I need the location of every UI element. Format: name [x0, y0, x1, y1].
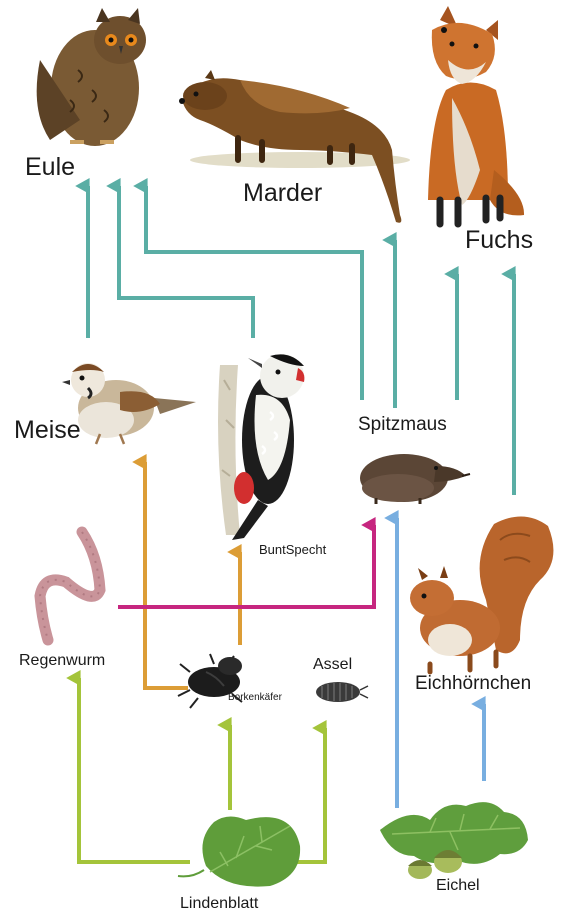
arrow-lindenblatt-to-assel	[296, 728, 325, 862]
label-meise: Meise	[14, 418, 81, 443]
woodlouse-icon	[316, 682, 368, 702]
squirrel-icon	[410, 516, 553, 672]
label-lindenblatt: Lindenblatt	[180, 896, 258, 912]
label-regenwurm: Regenwurm	[19, 653, 105, 669]
label-marder: Marder	[243, 181, 322, 206]
shrew-icon	[360, 454, 470, 504]
arrow-regenwurm-to-spitzmaus	[118, 525, 374, 607]
oak-acorn-icon	[380, 802, 528, 879]
earthworm-icon	[40, 532, 100, 640]
linden-leaf-icon	[178, 816, 300, 886]
arrow-buntspecht-to-eule	[119, 186, 253, 338]
arrow-spitzmaus-to-eule	[146, 186, 362, 400]
arrow-lindenblatt-to-regenwurm	[79, 678, 190, 862]
label-eule: Eule	[25, 155, 75, 180]
label-fuchs: Fuchs	[465, 228, 533, 253]
arrow-borkenkaefer-to-meise	[145, 462, 188, 688]
fox-icon	[428, 6, 524, 224]
label-borkenkaefer: Borkenkäfer	[228, 693, 282, 703]
woodpecker-icon	[218, 354, 304, 540]
label-eichhoernchen: Eichhörnchen	[415, 674, 531, 693]
owl-icon	[37, 8, 146, 146]
label-assel: Assel	[313, 657, 352, 673]
label-eichel: Eichel	[436, 878, 480, 894]
label-buntspecht: BuntSpecht	[259, 543, 326, 556]
bird-meise-icon	[62, 363, 196, 444]
label-spitzmaus: Spitzmaus	[358, 415, 447, 434]
